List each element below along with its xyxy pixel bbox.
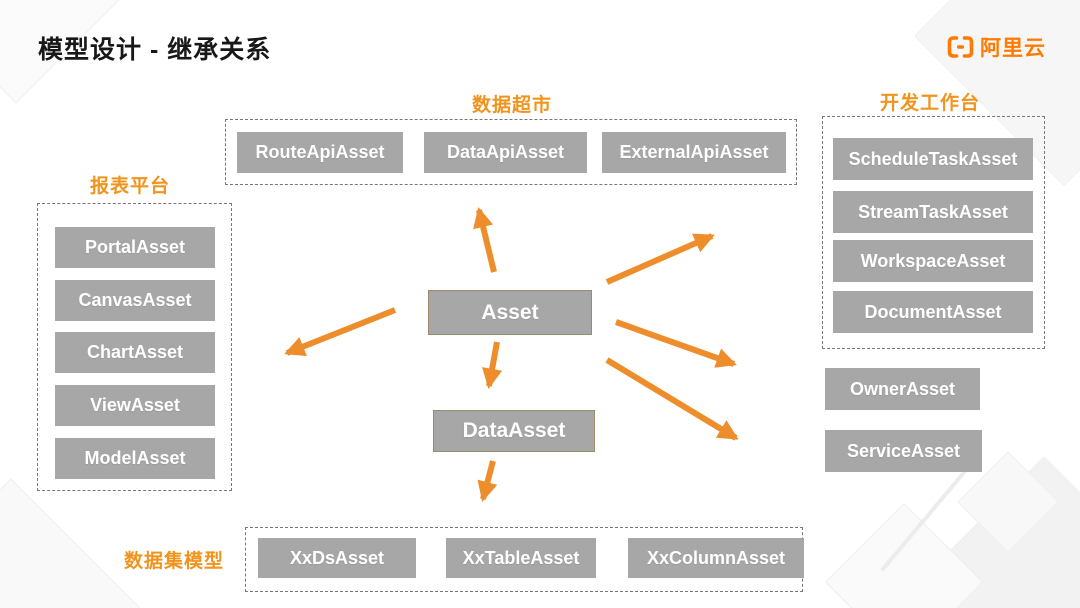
group-frame-data-market <box>225 119 797 185</box>
node-scheduletaskasset: ScheduleTaskAsset <box>833 138 1033 180</box>
node-xxcolumnasset: XxColumnAsset <box>628 538 804 578</box>
alibaba-cloud-logo: 阿里云 <box>945 32 1046 62</box>
node-routeapiasset: RouteApiAsset <box>237 132 403 173</box>
node-dataasset: DataAsset <box>433 410 595 452</box>
group-frame-dev-workbench <box>822 116 1045 349</box>
node-externalapiasset: ExternalApiAsset <box>602 132 786 173</box>
group-label-dev-workbench: 开发工作台 <box>880 93 981 114</box>
group-frame-report-platform <box>37 203 232 491</box>
node-workspaceasset: WorkspaceAsset <box>833 240 1033 282</box>
page-title: 模型设计 - 继承关系 <box>38 36 272 64</box>
node-xxtableasset: XxTableAsset <box>446 538 596 578</box>
node-asset: Asset <box>428 290 592 335</box>
node-canvasasset: CanvasAsset <box>55 280 215 321</box>
node-xxdsasset: XxDsAsset <box>258 538 416 578</box>
node-serviceasset: ServiceAsset <box>825 430 982 472</box>
group-label-report-platform: 报表平台 <box>90 176 171 197</box>
arrow-asset-to-dataasset <box>482 341 503 390</box>
node-documentasset: DocumentAsset <box>833 291 1033 333</box>
node-dataapiasset: DataApiAsset <box>424 132 587 173</box>
node-viewasset: ViewAsset <box>55 385 215 426</box>
node-streamtaskasset: StreamTaskAsset <box>833 191 1033 233</box>
node-ownerasset: OwnerAsset <box>825 368 980 410</box>
node-modelasset: ModelAsset <box>55 438 215 479</box>
arrow-asset-to-report-platform <box>284 307 397 357</box>
logo-text: 阿里云 <box>980 37 1046 60</box>
node-chartasset: ChartAsset <box>55 332 215 373</box>
arrow-asset-to-serviceasset <box>605 357 739 441</box>
group-label-data-market: 数据超市 <box>472 95 553 116</box>
bg-shape <box>0 478 140 608</box>
arrow-dataasset-to-dataset-model <box>477 460 498 502</box>
group-label-dataset-model: 数据集模型 <box>124 551 225 572</box>
alibaba-cloud-logo-icon <box>947 36 974 58</box>
node-portalasset: PortalAsset <box>55 227 215 268</box>
arrow-asset-to-data-market <box>473 207 497 273</box>
arrow-asset-to-ownerasset <box>614 319 737 368</box>
arrow-asset-to-dev-workbench <box>605 233 715 285</box>
